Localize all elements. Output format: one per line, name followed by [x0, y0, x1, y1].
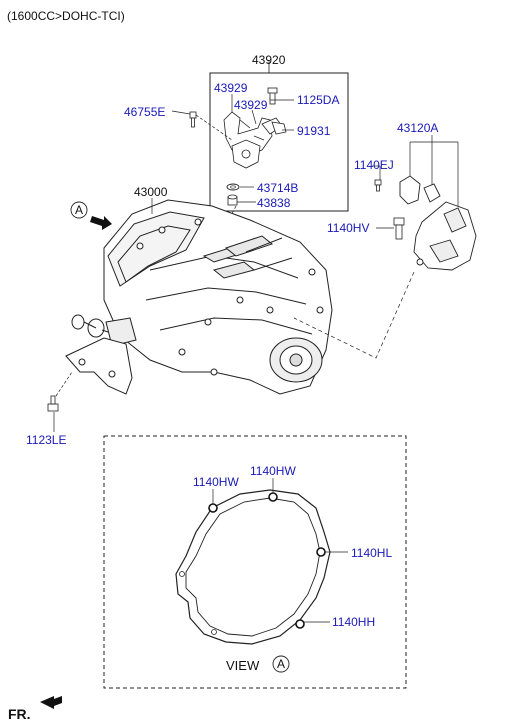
part-label-46755E[interactable]: 46755E — [124, 105, 166, 119]
hole-1140HH — [295, 619, 305, 629]
part-label-43120A[interactable]: 43120A — [397, 121, 439, 135]
part-label-1140HW-right[interactable]: 1140HW — [250, 464, 296, 478]
hole-1140HW-left — [208, 503, 218, 513]
shift-lever-bracket — [223, 111, 283, 169]
bolt-1123LE — [47, 395, 59, 412]
engine-spec-header: (1600CC>DOHC-TCI) — [7, 9, 125, 23]
bolt-1140EJ — [374, 179, 382, 192]
hole-1140HW-right — [268, 492, 278, 502]
part-label-1123LE[interactable]: 1123LE — [26, 433, 67, 447]
view-label: VIEW — [226, 658, 260, 673]
part-label-43929-b[interactable]: 43929 — [234, 98, 268, 112]
part-label-43838[interactable]: 43838 — [257, 196, 291, 210]
front-arrow-icon — [40, 696, 62, 709]
transaxle-body — [71, 199, 333, 395]
part-label-43714B[interactable]: 43714B — [257, 181, 299, 195]
part-label-1125DA[interactable]: 1125DA — [297, 93, 340, 107]
part-label-1140HV[interactable]: 1140HV — [327, 221, 370, 235]
front-direction-label: FR. — [8, 706, 31, 722]
hole-1140HL — [316, 547, 326, 557]
view-a-circle — [272, 655, 290, 673]
assembly-box-43920 — [209, 72, 349, 212]
gasket-outline — [175, 489, 331, 645]
mounting-bracket — [65, 337, 133, 395]
view-marker-letter: A — [75, 203, 84, 217]
part-label-1140HH[interactable]: 1140HH — [332, 615, 376, 629]
view-a-frame — [103, 435, 407, 689]
bracket-link-line — [293, 271, 415, 359]
bolt-46755E — [189, 111, 197, 128]
bolt-1125DA — [267, 87, 278, 105]
pin-91931 — [271, 121, 287, 135]
part-label-43929-a[interactable]: 43929 — [214, 81, 248, 95]
bush-43838 — [227, 194, 238, 206]
part-label-91931[interactable]: 91931 — [297, 124, 331, 138]
part-label-43920[interactable]: 43920 — [252, 53, 286, 67]
view-label-letter: A — [277, 657, 286, 671]
view-arrow-marker — [70, 201, 112, 230]
bracket-43120A — [399, 175, 477, 271]
washer-43714B — [226, 183, 240, 191]
part-label-43000[interactable]: 43000 — [134, 185, 168, 199]
part-label-1140HL[interactable]: 1140HL — [351, 546, 393, 560]
part-label-1140EJ[interactable]: 1140EJ — [354, 158, 394, 172]
bolt-1140HV — [393, 217, 405, 240]
part-label-1140HW-left[interactable]: 1140HW — [193, 475, 239, 489]
